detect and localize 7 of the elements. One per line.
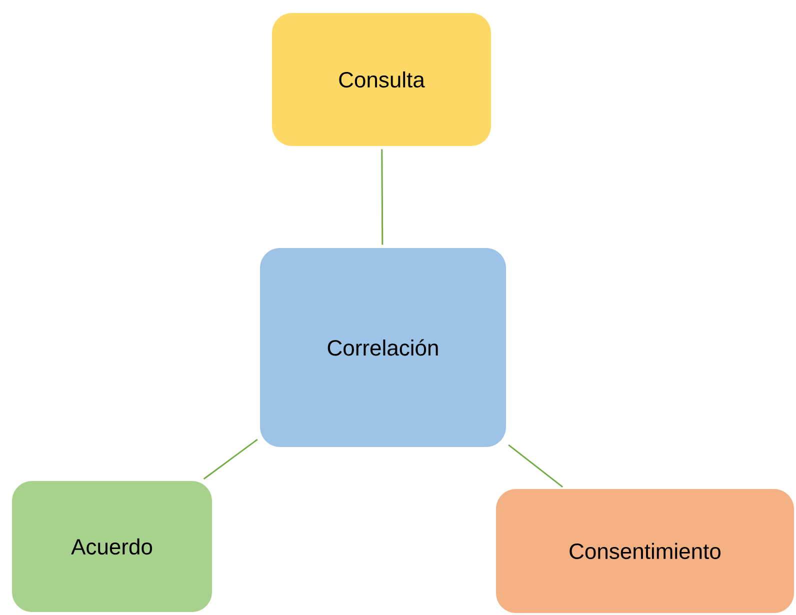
process-box: Consulta: [272, 13, 491, 146]
connector-line: [508, 444, 564, 488]
connector-line: [381, 149, 384, 245]
process-box: Acuerdo: [12, 481, 212, 612]
process-box: Correlación: [260, 248, 506, 447]
process-box: Consentimiento: [496, 489, 794, 613]
connector-line: [203, 438, 258, 480]
